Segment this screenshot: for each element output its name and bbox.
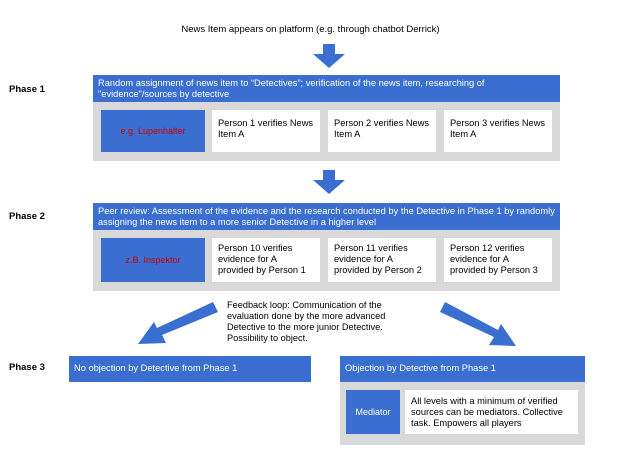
phase-1-header: Random assignment of news item to “Detec… [93,75,560,102]
phase-1-role-box: e.g. Lupenhalter [101,110,205,152]
mediator-description: All levels with a minimum of verified so… [405,390,578,434]
down-arrow-1 [313,44,345,68]
phase-1-card-3: Person 3 verifies News Item A [444,110,552,152]
left-diagonal-arrow [138,302,218,344]
objection-header: Objection by Detective from Phase 1 [340,356,585,382]
right-diagonal-arrow [440,302,516,346]
phase-2-card-3: Person 12 verifies evidence for A provid… [444,238,552,282]
phase-2-role-box: z.B. Inspektor [101,238,205,282]
phase-2-card-2: Person 11 verifies evidence for A provid… [328,238,436,282]
phase-3-label: Phase 3 [9,362,45,373]
diagram-title: News Item appears on platform (e.g. thro… [181,24,440,35]
down-arrow-2 [313,170,345,194]
no-objection-box: No objection by Detective from Phase 1 [69,356,311,382]
phase-2-label: Phase 2 [9,211,45,222]
mediator-box: Mediator [346,390,400,434]
phase-1-card-1: Person 1 verifies News Item A [212,110,320,152]
phase-2-header: Peer review: Assessment of the evidence … [93,203,560,230]
phase-2-card-1: Person 10 verifies evidence for A provid… [212,238,320,282]
phase-1-label: Phase 1 [9,84,45,95]
feedback-loop-text: Feedback loop: Communication of the eval… [227,300,386,343]
phase-1-card-2: Person 2 verifies News Item A [328,110,436,152]
